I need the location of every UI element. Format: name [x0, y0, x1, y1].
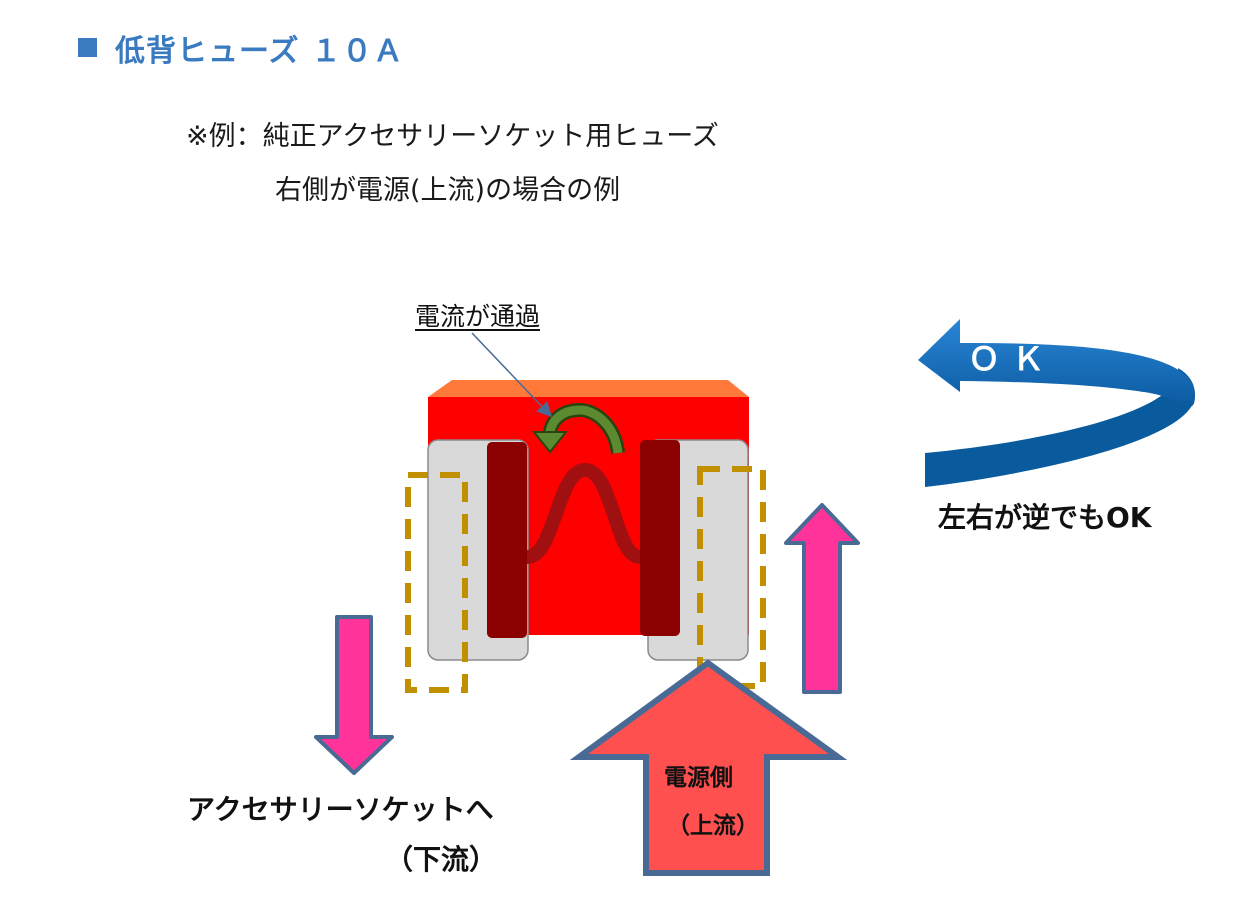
right-dashed-frame: [697, 466, 766, 689]
power-side-label: 電源側: [664, 765, 733, 791]
left-blade: [487, 442, 527, 638]
left-dashed-frame: [405, 472, 468, 693]
curved-arrow-left-icon: [918, 319, 1195, 487]
ok-label: ＯＫ: [968, 340, 1057, 378]
arrow-down-icon: [314, 615, 394, 775]
large-arrow-up-icon: [569, 659, 848, 876]
fuse-top-cap: [428, 380, 749, 397]
callout-pointer: [471, 332, 553, 418]
reverse-ok-label: 左右が逆でもOK: [938, 501, 1152, 534]
downstream-label: （下流）: [385, 843, 498, 876]
square-bullet-icon: [78, 38, 97, 57]
upstream-label: （上流）: [667, 813, 759, 839]
right-blade: [640, 440, 680, 636]
curved-arrow-icon: [531, 402, 625, 455]
note-line-1: ※例：純正アクセサリーソケット用ヒューズ: [186, 121, 719, 152]
page-title: 低背ヒューズ １０Ａ: [78, 26, 404, 70]
fuse-element: [520, 462, 647, 564]
current-passes-label: 電流が通過: [415, 302, 541, 331]
note-line-2: 右側が電源(上流)の場合の例: [275, 175, 621, 206]
title-text: 低背ヒューズ １０Ａ: [115, 34, 404, 69]
arrow-up-icon: [784, 503, 860, 694]
accessory-socket-label: アクセサリーソケットへ: [187, 793, 494, 826]
